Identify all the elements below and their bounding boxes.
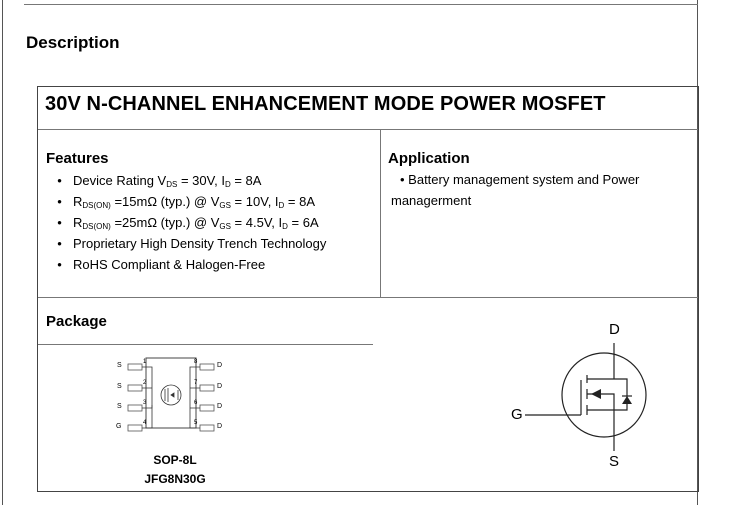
application-line-2: managerment [391, 193, 472, 208]
sop8-package-diagram [127, 357, 215, 432]
package-title: Package [46, 313, 107, 330]
product-heading: 30V N-CHANNEL ENHANCEMENT MODE POWER MOS… [45, 93, 606, 115]
application-title: Application [388, 150, 470, 167]
pin-label-1: S [117, 362, 122, 369]
pin-label-5: D [217, 423, 223, 430]
pin-label-3: S [117, 403, 122, 410]
package-name: SOP-8L [153, 453, 197, 467]
feature-item: •Proprietary High Density Trench Technol… [46, 233, 326, 254]
pin-label-6: D [217, 403, 223, 410]
source-label: S [609, 453, 620, 470]
drain-label: D [609, 321, 620, 338]
pin-num-8: 8 [194, 359, 198, 365]
package-title-divider [38, 344, 373, 345]
page-border [2, 0, 698, 505]
section-title: Description [26, 33, 120, 52]
pin-label-8: D [217, 362, 223, 369]
part-number: JFG8N30G [144, 472, 206, 486]
top-rule [24, 4, 698, 5]
feature-item: •RoHS Compliant & Halogen-Free [46, 254, 326, 275]
features-list: •Device Rating VDS = 30V, ID = 8A •RDS(O… [46, 170, 326, 275]
package-divider [38, 297, 698, 298]
bullet-icon: • [57, 173, 62, 188]
gate-label: G [511, 406, 523, 423]
mosfet-symbol-icon [525, 343, 647, 451]
pin-num-1: 1 [143, 359, 147, 365]
pin-num-5: 5 [194, 420, 198, 426]
feature-item: •RDS(ON) =25mΩ (typ.) @ VGS = 4.5V, ID =… [46, 212, 326, 233]
bullet-icon: • [57, 215, 62, 230]
feature-item: •RDS(ON) =15mΩ (typ.) @ VGS = 10V, ID = … [46, 191, 326, 212]
bullet-icon: • [57, 257, 62, 272]
heading-divider [38, 129, 698, 130]
pin-num-3: 3 [143, 400, 147, 406]
pin-label-4: G [116, 423, 122, 430]
pin-num-6: 6 [194, 400, 198, 406]
bullet-icon: • [57, 194, 62, 209]
pin-num-7: 7 [194, 380, 198, 386]
description-box [37, 86, 699, 492]
application-line-1: • Battery management system and Power [400, 172, 640, 187]
bullet-icon: • [57, 236, 62, 251]
features-title: Features [46, 150, 109, 167]
feature-item: •Device Rating VDS = 30V, ID = 8A [46, 170, 326, 191]
pin-num-2: 2 [143, 380, 147, 386]
pin-num-4: 4 [143, 420, 147, 426]
pin-label-2: S [117, 383, 122, 390]
pin-label-7: D [217, 383, 223, 390]
column-divider [380, 130, 381, 297]
